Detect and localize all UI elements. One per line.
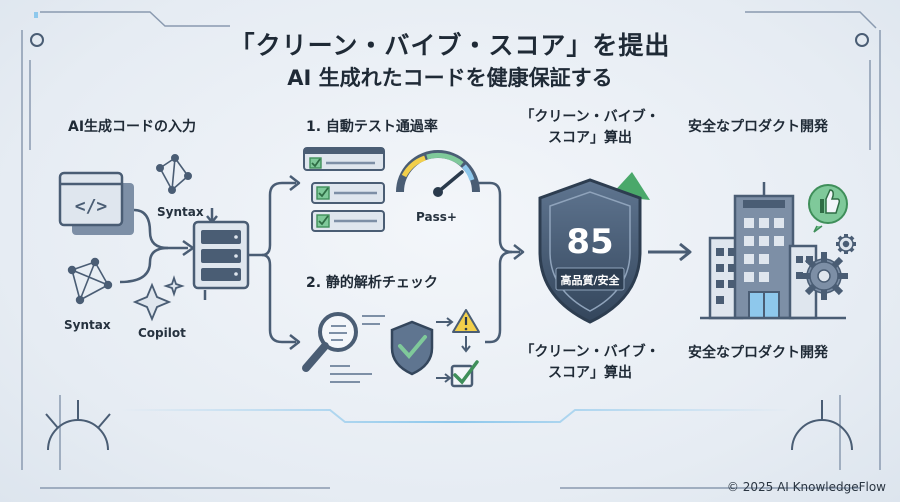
score-caption: 高品質/安全 <box>560 274 620 287</box>
frame-dot-icon <box>855 33 869 47</box>
main-title: 「クリーン・バイブ・スコア」を提出 <box>229 31 671 60</box>
shield-check-icon <box>390 320 434 376</box>
split-arrows <box>248 175 301 350</box>
gauge-label: Pass+ <box>416 210 457 224</box>
test-heading: 1. 自動テスト通過率 <box>306 119 438 135</box>
checklist-icon <box>303 147 385 232</box>
network-icon <box>67 257 113 305</box>
shield-score-icon <box>538 172 650 324</box>
magnifier-icon <box>302 312 358 372</box>
copilot-label: Copilot <box>138 326 186 340</box>
gauge-icon <box>396 150 480 197</box>
subtitle: AI 生成れたコードを健康保証する <box>287 66 613 90</box>
warning-icon <box>452 309 480 333</box>
checkbox-icon <box>450 360 479 388</box>
thumbs-up-icon <box>808 184 848 233</box>
copyright-text: © 2025 AI KnowledgeFlow <box>726 480 886 494</box>
score-heading-bottom: 「クリーン・バイブ・ スコア」算出 <box>520 344 660 381</box>
frame-decoration <box>21 11 881 489</box>
gear-icon <box>800 252 848 300</box>
sunburst-icon <box>791 400 853 451</box>
syntax-label-top: Syntax <box>157 205 204 219</box>
product-heading-bottom: 安全なプロダクト開発 <box>688 345 828 361</box>
test-to-score-arrow <box>478 181 525 344</box>
score-to-product-arrow <box>648 242 692 262</box>
score-value: 85 <box>566 222 614 262</box>
server-icon <box>192 220 250 290</box>
input-merge-arrows <box>119 208 218 300</box>
code-lines-icon <box>330 315 385 383</box>
input-heading: AI生成コードの入力 <box>68 119 197 135</box>
syntax-label-bottom: Syntax <box>64 318 111 332</box>
score-heading-top: 「クリーン・バイブ・ スコア」算出 <box>520 109 660 146</box>
code-window-icon: </> <box>58 171 134 235</box>
sparkle-icon <box>132 275 185 322</box>
analysis-flow-arrows <box>436 317 471 383</box>
gear-icon <box>836 234 856 254</box>
network-icon <box>156 154 193 195</box>
frame-dot-icon <box>30 33 44 47</box>
svg-text:</>: </> <box>75 196 108 217</box>
sunburst-icon <box>45 400 111 451</box>
product-heading-top: 安全なプロダクト開発 <box>688 119 828 135</box>
analysis-heading: 2. 静的解析チェック <box>306 275 438 291</box>
